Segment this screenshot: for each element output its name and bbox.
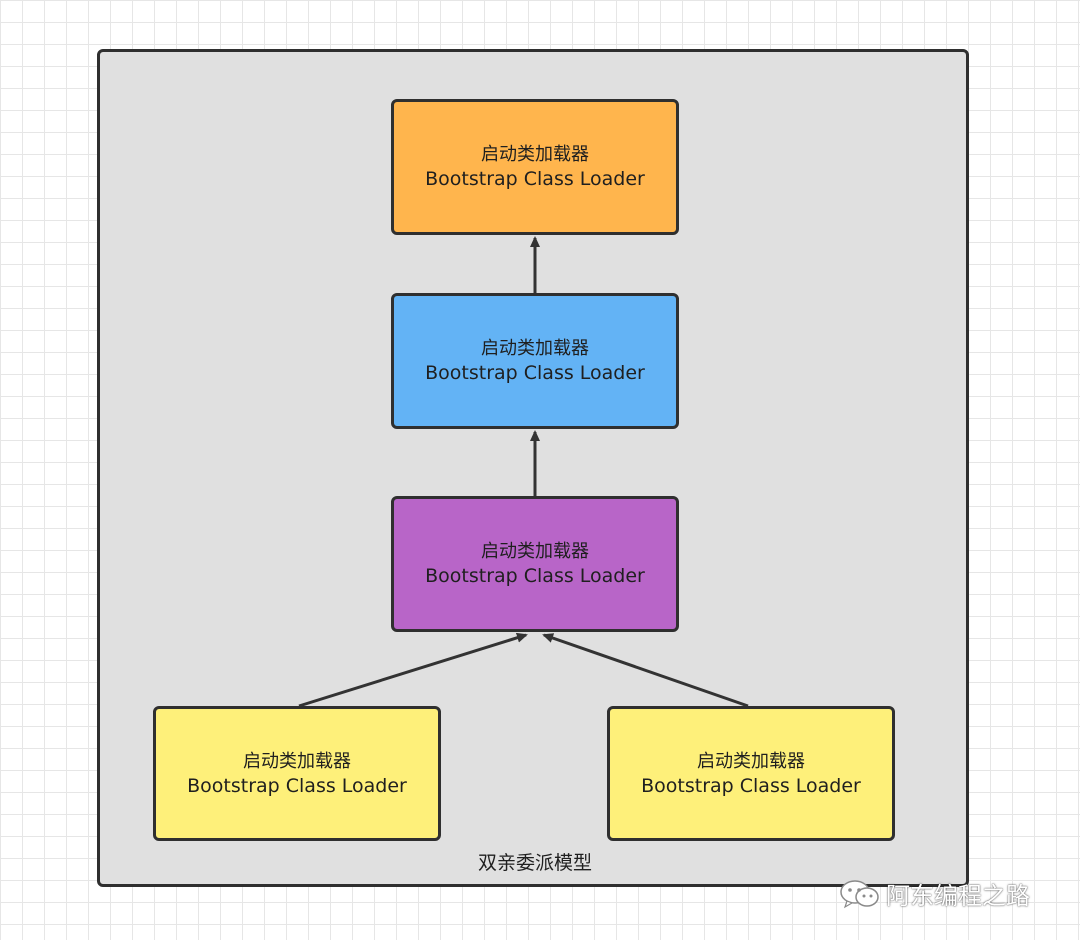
node-top-title-en: Bootstrap Class Loader xyxy=(425,168,645,190)
diagram-caption: 双亲委派模型 xyxy=(477,852,592,874)
node-third-title-zh: 启动类加载器 xyxy=(481,541,589,562)
node-third-loader: 启动类加载器 Bootstrap Class Loader xyxy=(391,496,679,632)
node-left-title-en: Bootstrap Class Loader xyxy=(187,774,407,797)
wechat-icon xyxy=(840,879,879,908)
node-left-title-zh: 启动类加载器 xyxy=(243,750,351,772)
node-right-title-zh: 启动类加载器 xyxy=(697,750,805,772)
node-right-title-en: Bootstrap Class Loader xyxy=(641,774,861,797)
node-top-title-zh: 启动类加载器 xyxy=(481,144,589,165)
watermark: 阿东编程之路 xyxy=(838,876,1030,911)
node-second-title-zh: 启动类加载器 xyxy=(481,338,589,359)
node-second-loader: 启动类加载器 Bootstrap Class Loader xyxy=(391,293,679,429)
node-right-loader: 启动类加载器 Bootstrap Class Loader xyxy=(607,706,895,841)
watermark-text: 阿东编程之路 xyxy=(886,882,1030,910)
node-third-title-en: Bootstrap Class Loader xyxy=(425,565,645,587)
node-top-loader: 启动类加载器 Bootstrap Class Loader xyxy=(391,99,679,235)
node-second-title-en: Bootstrap Class Loader xyxy=(425,362,645,384)
node-left-loader: 启动类加载器 Bootstrap Class Loader xyxy=(153,706,441,841)
